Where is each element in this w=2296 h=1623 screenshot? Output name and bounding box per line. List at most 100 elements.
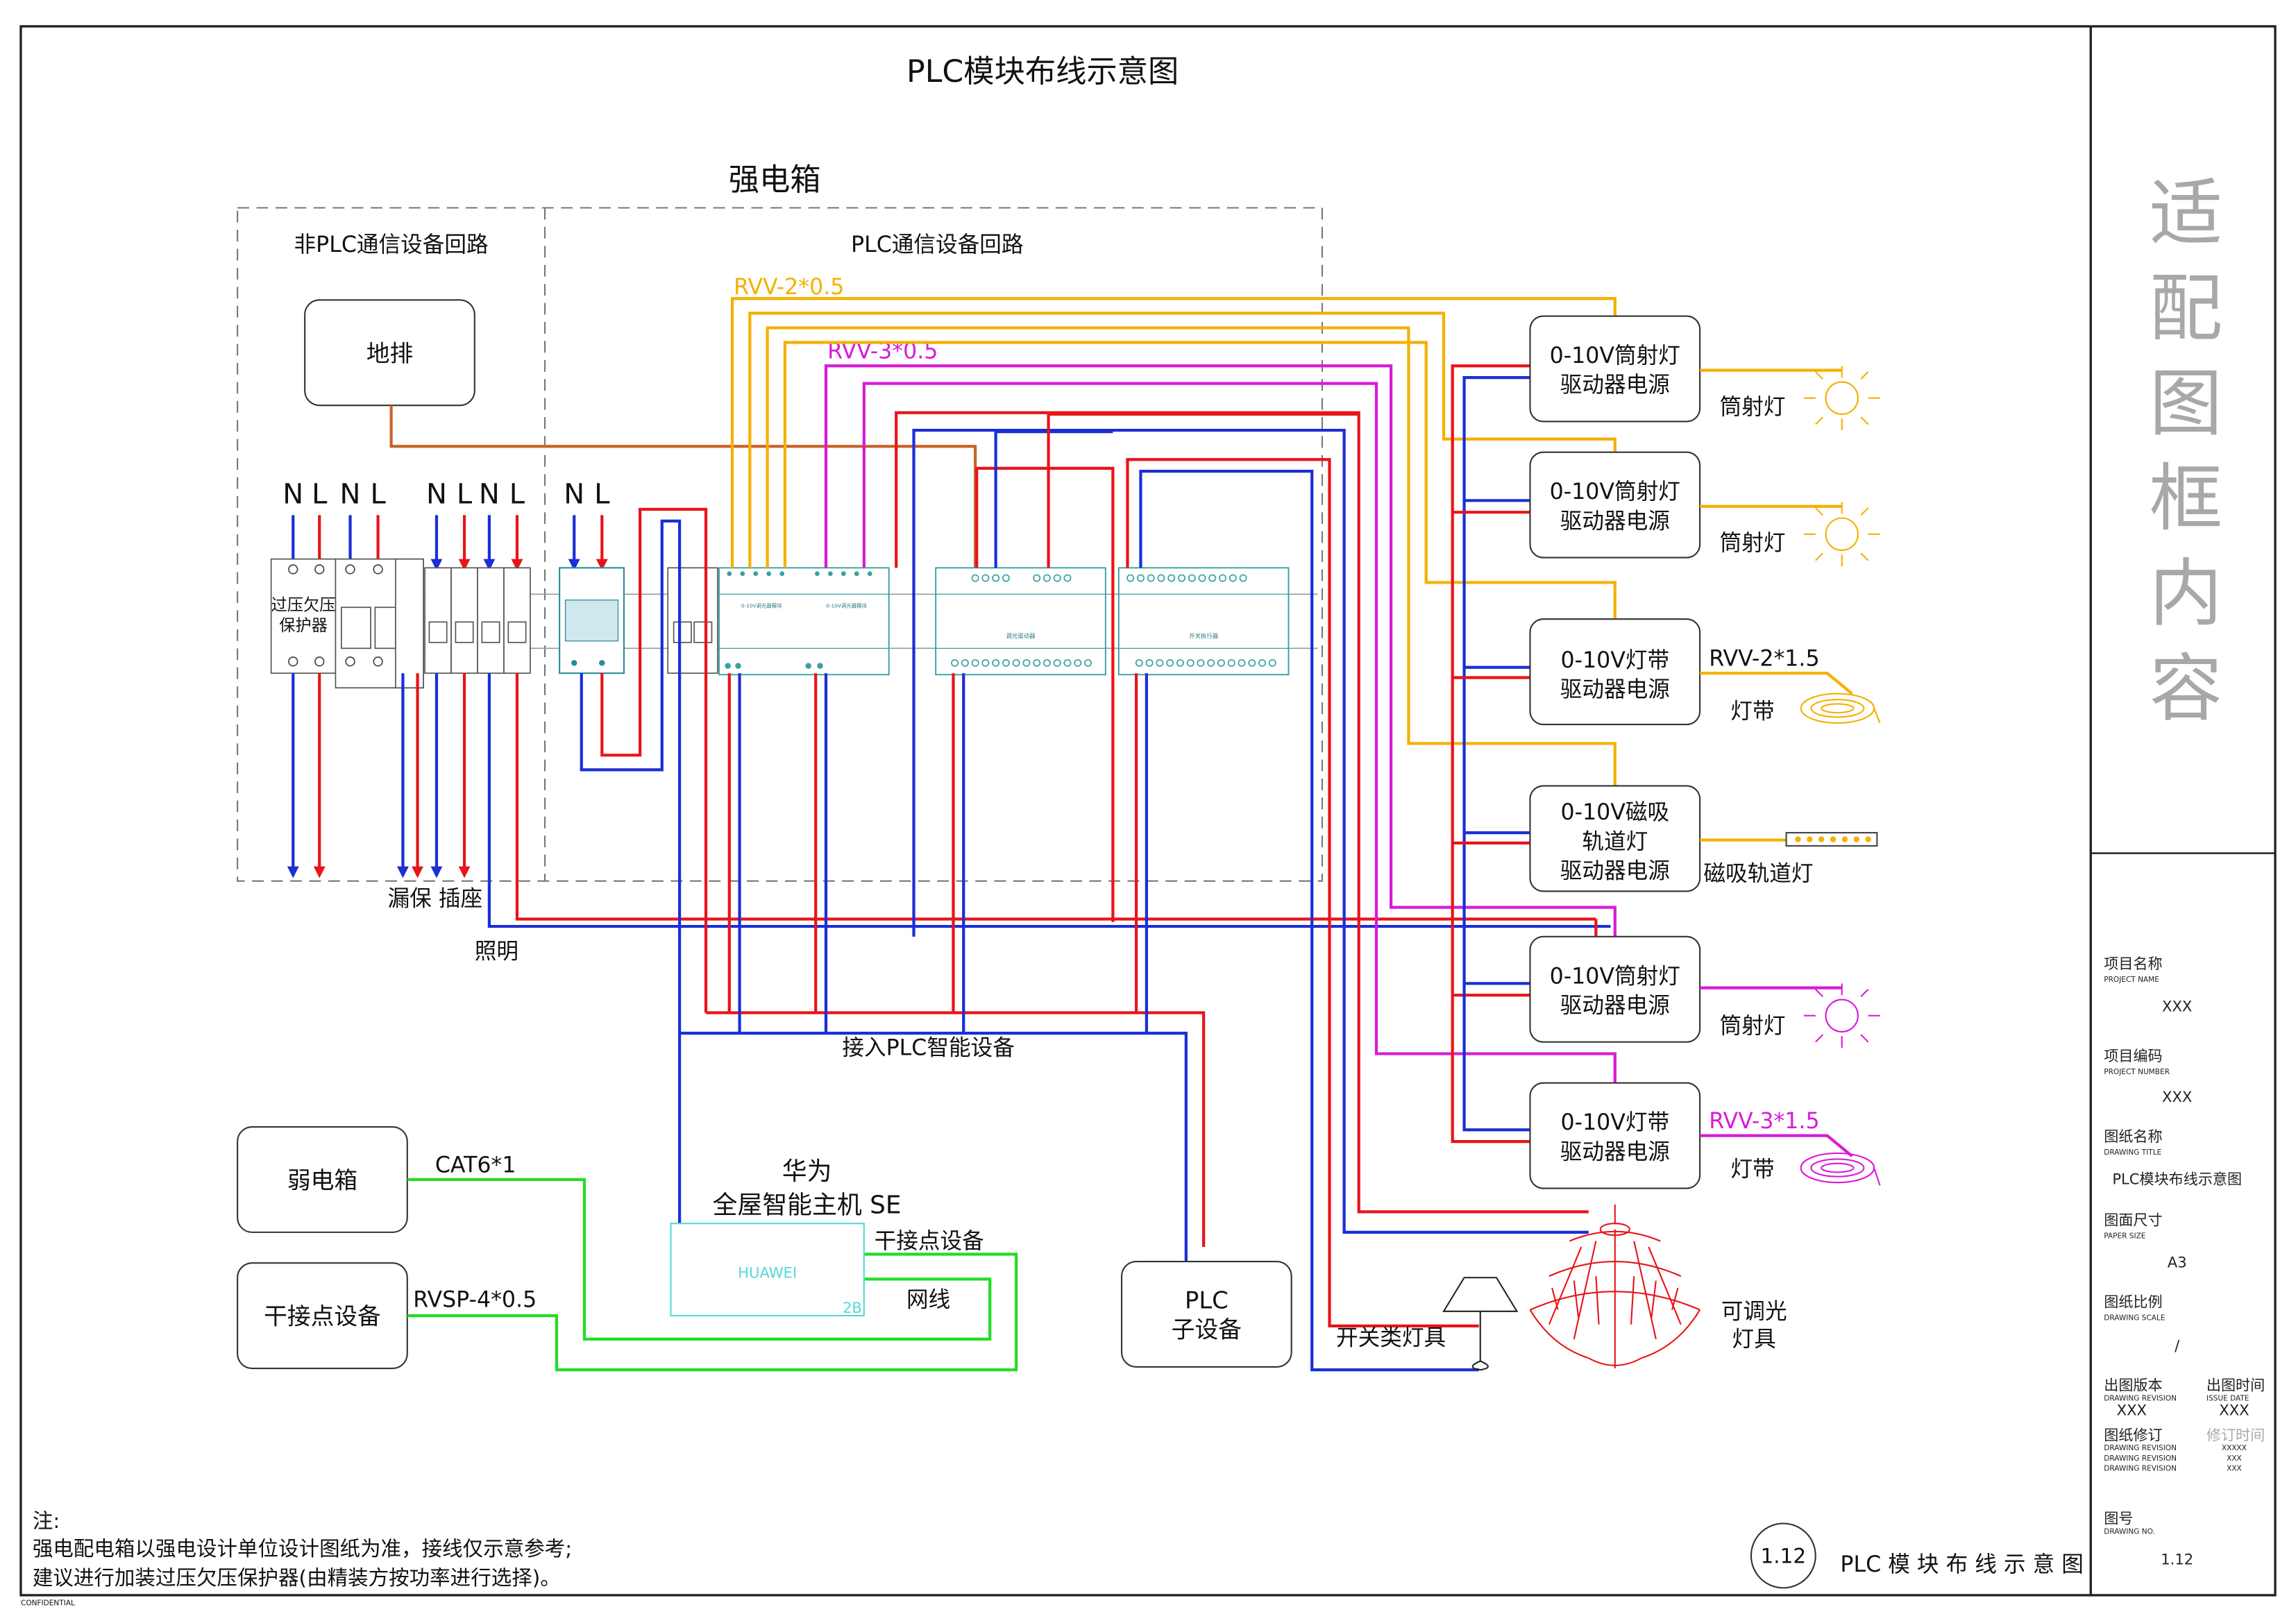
diagram-text: 0-10V筒射灯	[1550, 479, 1680, 504]
plc-module-switch: 开关执行器	[1117, 567, 1290, 676]
nl-label: N	[282, 479, 303, 511]
drawing-title-value: PLC模块布线示意图	[2112, 1170, 2242, 1187]
driver-box-6: 0-10V灯带 驱动器电源	[1529, 1082, 1701, 1189]
driver-box-2: 0-10V筒射灯 驱动器电源	[1529, 451, 1701, 559]
lighting-label: 照明	[475, 939, 518, 964]
dimmer-output-wires	[895, 411, 1589, 1372]
nl-label: N	[479, 479, 500, 511]
driver-box-4: 0-10V磁吸 轨道灯 驱动器电源	[1529, 785, 1701, 892]
project-number-value: XXX	[2162, 1088, 2192, 1105]
over-under-voltage-protector: 过压欠压 保护器	[270, 558, 337, 674]
vertical-title-char: 框	[2150, 456, 2222, 541]
project-name-en: PROJECT NAME	[2104, 976, 2159, 984]
amend-row-value: XXX	[2227, 1465, 2242, 1473]
panel-boundary	[237, 207, 1324, 882]
rvsp-label: RVSP-4*0.5	[413, 1287, 537, 1312]
diagram-text: 0-10V筒射灯	[1550, 343, 1680, 368]
nl-label: L	[594, 479, 610, 511]
revision-value: XXX	[2117, 1402, 2147, 1419]
cable-rvv2-label: RVV-2*0.5	[734, 275, 844, 300]
nl-label: L	[509, 479, 525, 511]
host-code: 2B	[843, 1299, 862, 1316]
plc-sub-label: PLC	[1185, 1287, 1229, 1314]
rvv3-control-wires	[824, 364, 1617, 1083]
floor-lamp-icon	[1442, 1277, 1519, 1371]
amend-row-value: XXXXX	[2222, 1444, 2247, 1452]
diagram-text: 0-10V磁吸	[1560, 800, 1669, 825]
led-strip-icon	[1800, 692, 1881, 724]
scale-value: /	[2175, 1337, 2180, 1354]
scale-label: 图纸比例	[2104, 1293, 2162, 1310]
issue-date-en: ISSUE DATE	[2206, 1394, 2249, 1402]
amend-row-label: DRAWING REVISION	[2104, 1465, 2177, 1473]
weak-current-wires	[407, 1178, 1018, 1372]
title-block-fields: 项目名称 PROJECT NAME XXX 项目编码 PROJECT NUMBE…	[2104, 955, 2265, 1567]
vertical-title-char: 图	[2150, 361, 2222, 446]
nl-label: L	[312, 479, 328, 511]
strip-cable-label: RVV-2*1.5	[1709, 647, 1819, 672]
downlight-icon	[1803, 983, 1880, 1048]
diagram-text: 驱动器电源	[1560, 858, 1670, 883]
vertical-title-char: 适	[2150, 171, 2222, 256]
diagram-text: 0-10V灯带	[1560, 1110, 1669, 1135]
fixture-label: 灯带	[1730, 1157, 1774, 1182]
plc-breaker	[667, 567, 718, 674]
lighting-neutral-bus	[487, 673, 1611, 928]
paper-size-value: A3	[2168, 1253, 2187, 1271]
notes-line: 强电配电箱以强电设计单位设计图纸为准，接线仅示意参考;	[33, 1537, 572, 1561]
host-title: 全屋智能主机 SE	[713, 1191, 902, 1219]
grounding-bar-label: 地排	[366, 340, 413, 367]
track-light-icon	[1785, 832, 1878, 847]
chandelier-icon	[1529, 1204, 1701, 1369]
weak-box-label: 弱电箱	[287, 1167, 357, 1194]
nl-label: N	[340, 479, 361, 511]
switch-lamp-label: 开关类灯具	[1336, 1325, 1446, 1350]
nl-label: N	[426, 479, 447, 511]
nl-labels: N L N L N L N L N L	[282, 479, 610, 511]
amend-row-value: XXX	[2227, 1454, 2242, 1463]
nl-label: L	[457, 479, 473, 511]
project-number-en: PROJECT NUMBER	[2104, 1068, 2170, 1076]
protector-label: 保护器	[279, 616, 328, 635]
diagram-text: 0-10V筒射灯	[1550, 964, 1680, 989]
host-title: 华为	[782, 1157, 832, 1186]
page-title-spaced: PLC 模 块 布 线 示 意 图	[1840, 1552, 2084, 1577]
dimmable-lamp-label: 可调光	[1721, 1299, 1787, 1324]
module-label: 调光驱动器	[1006, 633, 1036, 640]
host-network-label: 网线	[906, 1287, 950, 1312]
drawing-no-value: 1.12	[2161, 1551, 2193, 1568]
drawing-border	[19, 25, 2277, 1597]
amend-label: 图纸修订	[2104, 1426, 2162, 1443]
downlight-icon	[1803, 502, 1880, 567]
rvv2-control-wires	[730, 297, 1617, 786]
region-non-plc-label: 非PLC通信设备回路	[294, 232, 489, 257]
page-number: 1.12	[1760, 1545, 1806, 1568]
notes-heading: 注:	[33, 1509, 60, 1533]
leakage-socket-label: 漏保 插座	[388, 887, 483, 912]
plc-sub-device	[1120, 1260, 1292, 1368]
diagram-title: PLC模块布线示意图	[906, 54, 1179, 90]
diagram-text: 驱动器电源	[1560, 509, 1670, 534]
strip-cable-label: RVV-3*1.5	[1709, 1109, 1819, 1134]
fixture-label: 筒射灯	[1720, 395, 1786, 420]
paper-size-en: PAPER SIZE	[2104, 1232, 2145, 1240]
vertical-title-char: 内	[2150, 551, 2222, 636]
diagram-text: 驱动器电源	[1560, 994, 1670, 1019]
vertical-title-char: 配	[2150, 266, 2222, 351]
nl-label: N	[564, 479, 584, 511]
vertical-title: 适 配 图 框 内 容	[2150, 171, 2222, 731]
protector-label: 过压欠压	[271, 595, 336, 614]
module-label: 0-10V调光器模块	[826, 602, 867, 609]
issue-date-value: XXX	[2219, 1402, 2249, 1419]
project-name-value: XXX	[2162, 997, 2192, 1014]
downlight-icon	[1803, 366, 1880, 431]
page-number-circle	[1750, 1522, 1816, 1589]
panel-title: 强电箱	[729, 162, 821, 198]
host-logo: HUAWEI	[738, 1264, 797, 1281]
project-name-label: 项目名称	[2104, 955, 2162, 972]
drawing-title-en: DRAWING TITLE	[2104, 1148, 2161, 1157]
access-plc-label: 接入PLC智能设备	[842, 1036, 1015, 1061]
leakage-breaker	[335, 558, 424, 689]
project-number-label: 项目编码	[2104, 1047, 2162, 1064]
